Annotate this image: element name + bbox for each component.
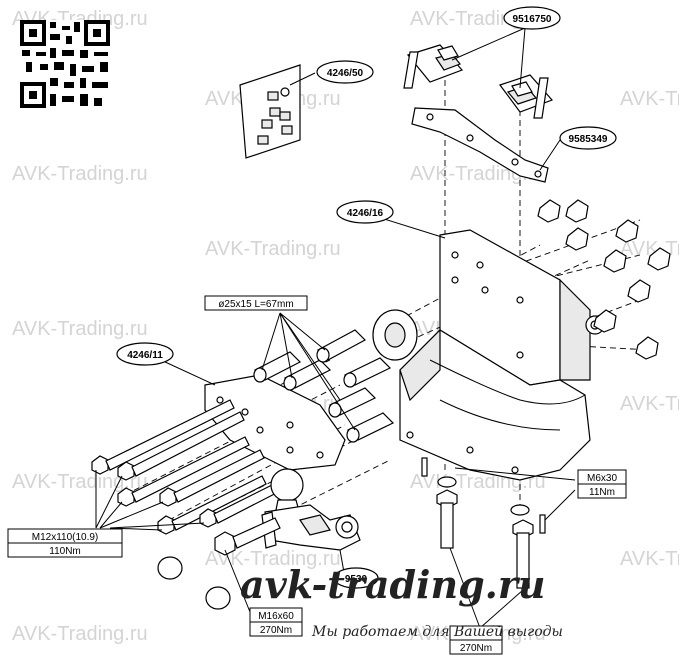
watermark: AVK-Trading.ru: [205, 238, 341, 260]
svg-text:M16x60: M16x60: [258, 611, 294, 622]
brand-overlay: avk-trading.ru Мы работаем для Вашей выг…: [240, 562, 563, 640]
watermark: AVK-Trading.ru: [12, 623, 148, 645]
watermark: AVK-Trading.ru: [620, 88, 679, 110]
svg-text:270Nm: 270Nm: [260, 625, 292, 636]
callout-4246-50: 4246/50: [316, 60, 374, 84]
svg-text:M6x30: M6x30: [587, 473, 617, 484]
top-clamp-plate-right: [499, 74, 554, 119]
watermark: AVK-Trading.ru: [12, 471, 148, 493]
svg-text:9585349: 9585349: [569, 134, 608, 145]
svg-text:9530: 9530: [345, 574, 368, 585]
svg-text:110Nm: 110Nm: [49, 546, 81, 557]
side-mounting-plate: [204, 374, 346, 471]
spec-box-m12: M12x110(10.9) 110Nm: [7, 528, 123, 558]
main-crossmember-body: [399, 229, 605, 481]
hex-bolt-m12: [91, 399, 291, 535]
flange-nut: [537, 199, 671, 360]
spec-box-m6: M6x30 11Nm: [577, 469, 627, 499]
brand-slogan: Мы работаем для Вашей выгоды: [311, 624, 563, 640]
spacer-spec-label: ø25x15 L=67mm: [204, 295, 308, 311]
svg-text:4246/11: 4246/11: [127, 350, 163, 361]
watermark: AVK-Trading.ru: [205, 548, 341, 570]
callout-4246-11: 4246/11: [116, 342, 174, 366]
brand-site-name: avk-trading.ru: [240, 562, 546, 607]
hex-bolt-vertical: [421, 457, 546, 589]
reinforcement-strap: [411, 107, 549, 183]
watermark: AVK-Trading.ru: [12, 318, 148, 340]
svg-text:4246/50: 4246/50: [327, 68, 364, 79]
tow-ball-assembly: [261, 468, 361, 551]
hex-bolt-m16: [157, 517, 281, 610]
callout-9516750: 9516750: [503, 6, 561, 30]
svg-text:270Nm: 270Nm: [460, 643, 492, 654]
callout-9530: 9530: [333, 567, 379, 589]
watermark: AVK-Trading.ru: [620, 393, 679, 415]
bolt-kit-bag: [239, 64, 301, 159]
callout-4246-16: 4246/16: [336, 200, 394, 224]
leader-lines: [95, 27, 576, 629]
svg-text:M12x110(10.9): M12x110(10.9): [32, 532, 99, 543]
top-clamp-plate-left: [403, 44, 464, 89]
svg-text:4246/16: 4246/16: [347, 208, 384, 219]
svg-text:11Nm: 11Nm: [589, 487, 615, 498]
watermark: AVK-Trading.ru: [620, 548, 679, 570]
svg-text:9516750: 9516750: [513, 14, 552, 25]
side-mounting-ring: [372, 309, 418, 361]
qr-code-icon: [20, 20, 110, 108]
svg-text:ø25x15 L=67mm: ø25x15 L=67mm: [218, 299, 293, 310]
spec-box-m16: M16x60 270Nm: [249, 607, 303, 637]
callout-9585349: 9585349: [559, 126, 617, 150]
spec-box-m16-vertical: 270Nm: [449, 625, 503, 655]
watermark: AVK-Trading.ru: [12, 163, 148, 185]
